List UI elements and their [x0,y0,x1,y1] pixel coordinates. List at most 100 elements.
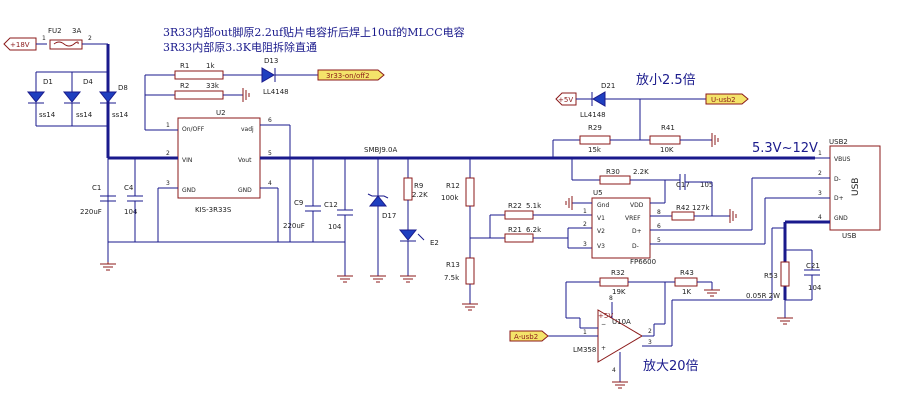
r53-value: 0.05R 2W [746,292,780,300]
resistor-r12 [465,177,475,207]
r42-ref: R42 [676,204,690,212]
ic-u2 [177,117,261,199]
u2-pin-vout: Vout [238,157,252,164]
d17-ref: D17 [382,212,396,220]
u2-pin-gnd1: GND [182,187,196,194]
pin-label: 8 [657,209,661,216]
u2-pin-vin: VIN [182,157,192,164]
c4-ref: C4 [124,184,134,192]
resistor-r2 [174,90,224,100]
r29-ref: R29 [588,124,602,132]
usb-label: USB [851,178,861,196]
ground-symbol [565,196,573,210]
capacitor-c12 [337,209,353,216]
resistor-r42 [671,211,695,221]
pin-label: 6 [657,223,661,230]
resistor-r43 [674,277,698,287]
d21-value: LL4148 [580,111,606,119]
connector-usb2 [829,145,881,231]
resistor-r53 [780,261,790,287]
note-reduce: 放小2.5倍 [636,73,696,88]
r13-value: 7.5k [444,274,460,282]
r2-ref: R2 [180,82,189,90]
r29-value: 15k [588,146,602,154]
capacitor-c9 [305,205,321,212]
led-e2 [398,229,425,242]
ground-symbol [337,275,353,283]
pin-label: 1 [583,329,587,336]
r32-value: 19K [612,288,626,296]
c21-value: 104 [808,284,822,292]
resistor-r22 [504,210,534,220]
u5-pin-v2: V2 [597,228,605,235]
d4-ref: D4 [83,78,93,86]
diode-d13 [261,67,276,83]
net-ausb2-label: A-usb2 [514,333,538,341]
c9-ref: C9 [294,199,303,207]
pin-label: 4 [818,214,822,221]
u10-ref: U10A [612,318,631,326]
ground-symbol [400,275,416,283]
fuse-fu2 [49,39,83,50]
capacitor-c1 [100,195,116,202]
c9-value: 220uF [283,222,305,230]
resistor-r32 [599,277,629,287]
resistor-r9 [403,177,413,201]
fuse-element [53,41,79,47]
pin-label: 1 [583,208,587,215]
capacitor-c21 [804,269,820,276]
pin-label: 2 [583,221,587,228]
net-18v-label: +18V [10,41,30,49]
diode-d21 [591,91,606,107]
d13-value: LL4148 [263,88,289,96]
d17-value: SMBJ9.0A [364,146,397,154]
pin-label: 8 [609,295,613,302]
d8-ref: D8 [118,84,128,92]
r12-ref: R12 [446,182,460,190]
pin-label: 3 [648,339,652,346]
pin-label: 6 [268,117,272,124]
r2-value: 33k [206,82,220,90]
u2-pin-gnd2: GND [238,187,252,194]
net-5v-label: +5V [558,96,573,104]
note-amplify: 放大20倍 [643,359,699,374]
resistor-r21 [504,233,534,243]
net-port-onoff [317,69,385,81]
u5-pin-dm: D- [632,243,639,250]
net-port-uusb2 [705,93,749,105]
c12-ref: C12 [324,201,338,209]
r21-ref: R21 [508,226,522,234]
net-onoff-label: 3r33-on/off2 [326,72,370,80]
resistor-r41 [649,135,681,145]
r9-ref: R9 [414,182,423,190]
fu2-value: 3A [72,27,81,35]
r43-value: 1K [682,288,691,296]
r30-value: 2.2K [633,168,649,176]
opamp-minus-sign: − [601,321,606,328]
resistor-r13 [465,257,475,285]
r43-ref: R43 [680,269,694,277]
u5-pin-gnd: Gnd [597,202,609,209]
usb-bottom-label: USB [842,232,857,240]
opamp-plus-sign: + [601,345,606,352]
u2-pin-vadj: vadj [241,126,254,133]
r41-value: 10K [660,146,674,154]
usb-pin-vbus: VBUS [834,156,851,163]
u5-pin-v3: V3 [597,243,605,250]
r21-value: 6.2k [526,226,542,234]
ground-symbol [370,275,386,283]
usb-pin-gnd: GND [834,215,848,222]
r22-value: 5.1k [526,202,542,210]
ground-symbol [711,133,719,147]
u5-pin-vdd: VDD [630,202,644,209]
ground-symbol [729,209,737,223]
d13-ref: D13 [264,57,278,65]
u2-part: KIS-3R33S [195,206,232,214]
d1-ref: D1 [43,78,53,86]
r32-ref: R32 [611,269,625,277]
pin-label: 5 [268,150,272,157]
u5-ref: U5 [593,189,603,197]
d21-ref: D21 [601,82,615,90]
r41-ref: R41 [661,124,675,132]
